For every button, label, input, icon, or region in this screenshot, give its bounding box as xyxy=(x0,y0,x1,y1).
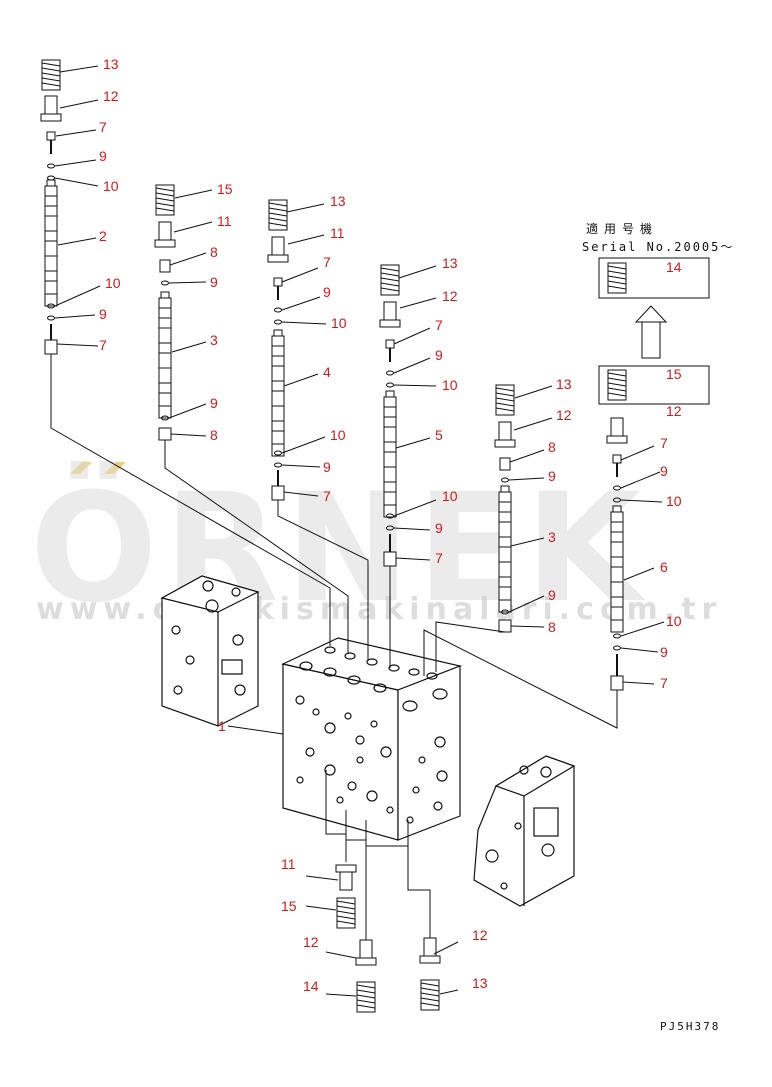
callout-10: 10 xyxy=(331,315,347,331)
callout-7: 7 xyxy=(435,550,443,566)
callout-7: 7 xyxy=(660,435,668,451)
spool-assembly-6 xyxy=(598,257,710,691)
control-valve-body xyxy=(281,637,463,841)
applicable-serial-label: 適用号機 xyxy=(586,222,659,236)
callout-8: 8 xyxy=(548,439,556,455)
callout-9: 9 xyxy=(210,395,218,411)
callout-11: 11 xyxy=(281,856,296,872)
callout-9: 9 xyxy=(660,644,668,660)
watermark-url: www.ornekismakinalari.com.tr xyxy=(36,592,723,627)
callout-6: 6 xyxy=(660,559,668,575)
callout-13: 13 xyxy=(472,975,488,991)
watermark-brand: ÖRNEK xyxy=(30,462,648,636)
callout-12: 12 xyxy=(556,407,572,423)
callout-9: 9 xyxy=(548,587,556,603)
end-cover-right xyxy=(473,755,576,907)
callout-3: 3 xyxy=(210,332,218,348)
callout-14: 14 xyxy=(666,259,682,275)
callout-12: 12 xyxy=(666,403,682,419)
lower-parts xyxy=(335,864,441,1013)
callout-9: 9 xyxy=(548,468,556,484)
callout-12: 12 xyxy=(472,927,488,943)
drawing-code: PJ5H378 xyxy=(660,1020,721,1033)
callout-5: 5 xyxy=(435,427,443,443)
callout-7: 7 xyxy=(323,254,331,270)
callout-9: 9 xyxy=(435,520,443,536)
serial-number-text: Serial No.20005～ xyxy=(582,240,735,254)
callout-10: 10 xyxy=(330,427,346,443)
watermark-accent-marks xyxy=(70,462,126,474)
callout-10: 10 xyxy=(666,493,682,509)
callout-8: 8 xyxy=(210,427,218,443)
spool-assembly-3-left xyxy=(154,184,176,441)
callout-12: 12 xyxy=(303,934,319,950)
callout-14: 14 xyxy=(303,978,319,994)
callout-9: 9 xyxy=(323,284,331,300)
callout-9: 9 xyxy=(99,306,107,322)
callout-8: 8 xyxy=(548,619,556,635)
callout-7: 7 xyxy=(99,119,107,135)
callout-8: 8 xyxy=(210,244,218,260)
callout-12: 12 xyxy=(442,288,458,304)
callout-1: 1 xyxy=(218,718,226,734)
callout-7: 7 xyxy=(323,488,331,504)
callout-9: 9 xyxy=(210,274,218,290)
callout-7: 7 xyxy=(99,337,107,353)
callout-13: 13 xyxy=(442,255,458,271)
callout-13: 13 xyxy=(330,193,346,209)
spool-assembly-3-right xyxy=(494,384,516,633)
callout-10: 10 xyxy=(666,613,682,629)
callout-4: 4 xyxy=(323,364,331,380)
callout-10: 10 xyxy=(103,178,119,194)
spool-assembly-5 xyxy=(379,264,401,567)
callout-13: 13 xyxy=(556,376,572,392)
callout-9: 9 xyxy=(435,347,443,363)
spool-assembly-2 xyxy=(40,59,62,355)
callout-9: 9 xyxy=(323,459,331,475)
callout-15: 15 xyxy=(281,898,297,914)
callout-15: 15 xyxy=(217,181,233,197)
callout-9: 9 xyxy=(99,148,107,164)
callout-13: 13 xyxy=(103,56,119,72)
callout-3: 3 xyxy=(548,529,556,545)
callout-9: 9 xyxy=(660,463,668,479)
callout-10: 10 xyxy=(105,275,121,291)
callout-10: 10 xyxy=(442,488,458,504)
callout-7: 7 xyxy=(660,675,668,691)
callout-11: 11 xyxy=(217,213,232,229)
callout-12: 12 xyxy=(103,88,119,104)
end-cover-left xyxy=(160,575,260,727)
callout-7: 7 xyxy=(435,317,443,333)
callout-11: 11 xyxy=(330,225,345,241)
callout-15: 15 xyxy=(666,366,682,382)
callout-10: 10 xyxy=(442,377,458,393)
callout-2: 2 xyxy=(99,228,107,244)
spool-assembly-4 xyxy=(267,199,289,501)
